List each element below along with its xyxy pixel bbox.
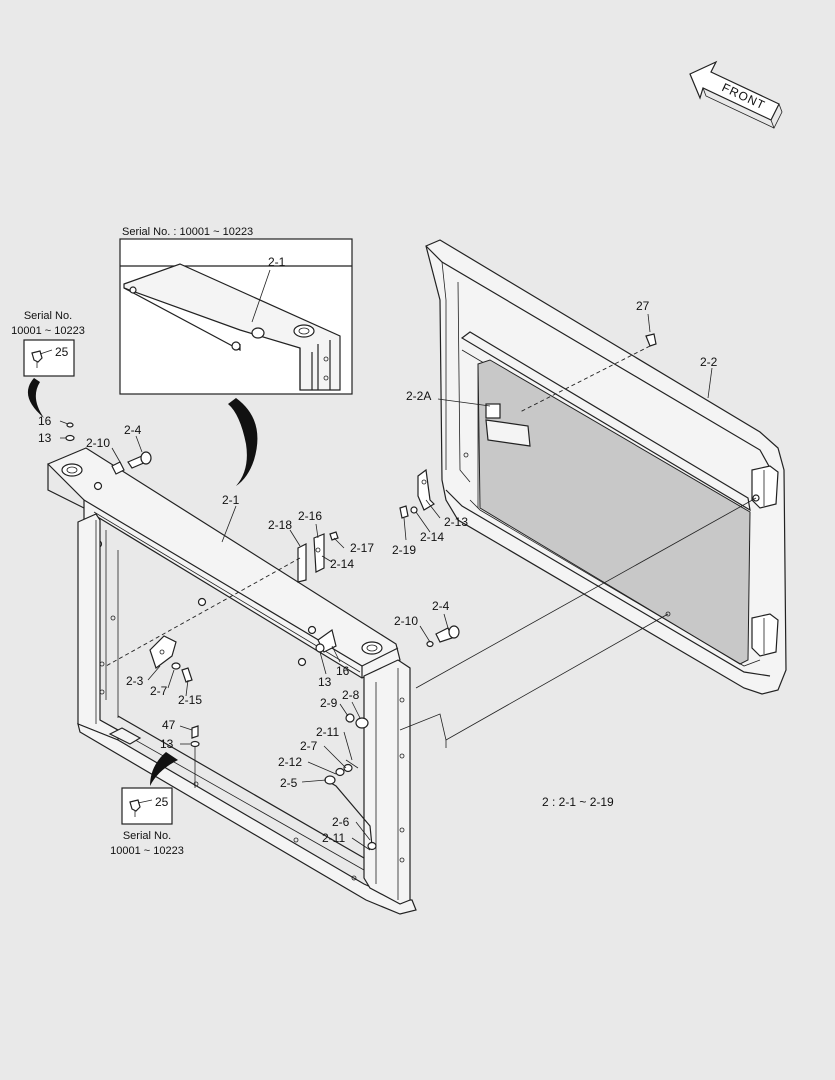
callout-13-mid: 13 (318, 675, 332, 689)
hidden-line-2-18 (105, 557, 301, 667)
left-serial-part: 25 (55, 345, 69, 359)
callout-2-11-upper: 2-11 (316, 725, 339, 739)
callout-leaders (59, 367, 713, 851)
callout-2-13-right: 2-13 (444, 515, 468, 529)
left-serial-range: 10001 ~ 10223 (11, 325, 85, 337)
bolts-top-left (65, 422, 152, 475)
callout-13-low: 13 (160, 737, 174, 751)
callout-2-2A: 2-2A (406, 389, 431, 403)
callout-2-9: 2-9 (320, 696, 338, 710)
bottom-serial-part: 25 (155, 795, 169, 809)
hidden-line-27 (519, 345, 651, 413)
callout-2-10-mid: 2-10 (394, 614, 418, 628)
inset-serial-caption: Serial No. : 10001 ~ 10223 (122, 226, 253, 238)
serial-inset: Serial No. : 10001 ~ 10223 2-1 (119, 226, 353, 395)
bracket-2-3 (149, 635, 193, 683)
callout-2-4-top: 2-4 (124, 423, 142, 437)
callout-2-14-right: 2-14 (420, 530, 444, 544)
door-to-frame-line (415, 497, 757, 689)
callout-2-6: 2-6 (332, 815, 350, 829)
summary-text: 2 : 2-1 ~ 2-19 (542, 795, 614, 809)
callout-2-17: 2-17 (350, 541, 374, 555)
callout-2-2: 2-2 (700, 355, 718, 369)
inset-leader-curve (228, 398, 258, 486)
bracket-2-18 (297, 531, 339, 583)
callout-2-14-mid: 2-14 (330, 557, 354, 571)
callout-2-12: 2-12 (278, 755, 302, 769)
front-arrow: FRONT (689, 60, 783, 129)
inset-part-label: 2-1 (268, 255, 286, 269)
callout-2-4-mid: 2-4 (432, 599, 450, 613)
callout-2-3: 2-3 (126, 674, 144, 688)
callout-27: 27 (636, 299, 650, 313)
callout-2-15: 2-15 (178, 693, 202, 707)
bottom-serial-range: 10001 ~ 10223 (110, 845, 184, 857)
callout-2-11-lower: 2-11 (322, 831, 345, 845)
callout-2-16: 2-16 (298, 509, 322, 523)
callout-13-top: 13 (38, 431, 52, 445)
callout-2-1: 2-1 (222, 493, 240, 507)
door-bottom-line (399, 613, 669, 741)
callout-2-18: 2-18 (268, 518, 292, 532)
left-serial-leader (27, 378, 44, 418)
callout-16-mid: 16 (336, 664, 350, 678)
callout-2-10-top: 2-10 (86, 436, 110, 450)
bolt-27 (645, 313, 657, 347)
bottom-serial-title: Serial No. (123, 830, 171, 842)
callout-2-5: 2-5 (280, 776, 298, 790)
bottom-small-parts (190, 713, 369, 788)
bottom-serial-leader (150, 752, 178, 786)
callout-47: 47 (162, 718, 176, 732)
bottom-serial-box: 25 Serial No. 10001 ~ 10223 (110, 752, 184, 857)
callout-labels: 27 2-2 2-2A 16 13 2-10 2-4 2-1 2-18 2-16… (38, 299, 718, 845)
door-panel (425, 239, 787, 695)
main-frame (46, 447, 417, 915)
callout-2-7-right: 2-7 (300, 739, 318, 753)
callout-16-top: 16 (38, 414, 52, 428)
bolts-mid-right (315, 625, 460, 653)
callout-2-19: 2-19 (392, 543, 416, 557)
bracket-2-13 (399, 468, 435, 519)
rod-2-5 (324, 763, 377, 851)
left-serial-title: Serial No. (24, 310, 72, 322)
callout-2-8: 2-8 (342, 688, 360, 702)
left-serial-box: Serial No. 10001 ~ 10223 25 (11, 310, 85, 418)
callout-2-7-left: 2-7 (150, 684, 168, 698)
